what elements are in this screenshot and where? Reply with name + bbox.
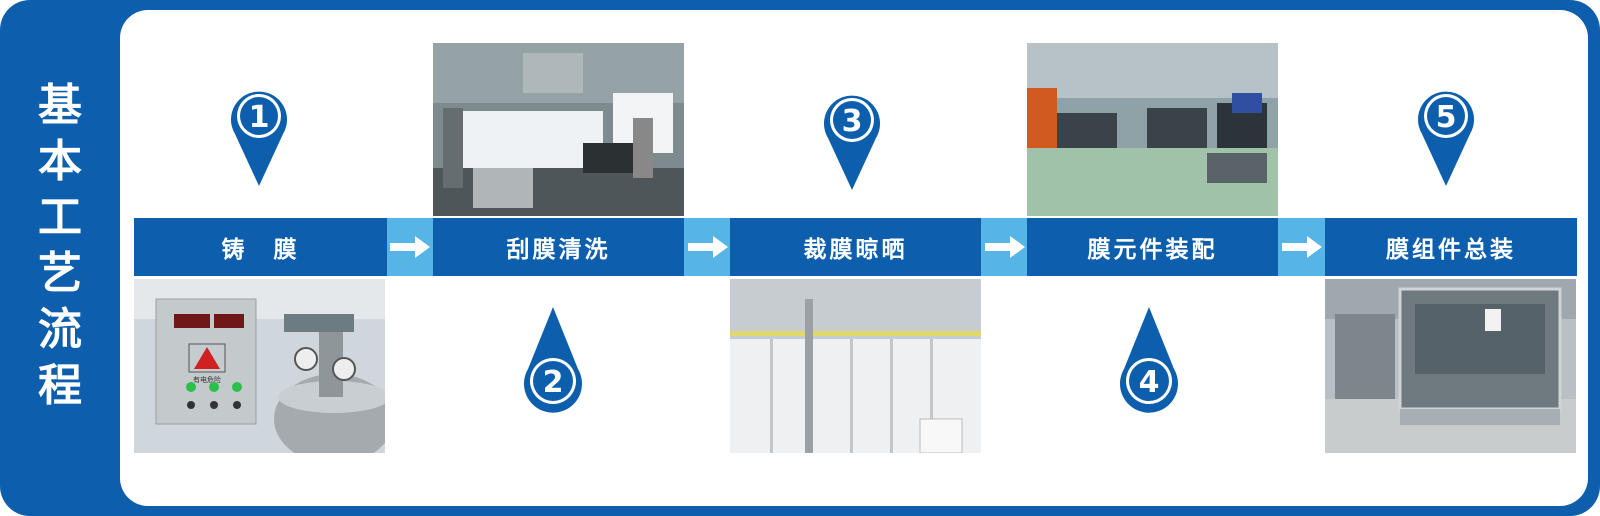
step-1-number: 1: [249, 100, 270, 135]
step-4-number: 4: [1139, 365, 1160, 400]
step-5-number: 5: [1436, 100, 1457, 135]
step-5-label: 膜组件总装: [1325, 218, 1577, 276]
step-3-label: 裁膜晾晒: [730, 218, 981, 276]
scraping-washing-photo: [433, 43, 684, 216]
title-char: 工: [38, 192, 82, 243]
title-char: 基: [38, 80, 82, 131]
step-2-number: 2: [543, 365, 564, 400]
membrane-drying-photo: [730, 279, 981, 453]
step-4-label: 膜元件装配: [1027, 218, 1278, 276]
step-1-pin-icon: 1: [231, 91, 287, 186]
casting-equipment-photo: 有电危险: [134, 279, 385, 453]
page-title: 基本工艺流程: [28, 78, 92, 414]
step-1-label: 铸 膜: [134, 218, 387, 276]
title-char: 艺: [38, 248, 82, 299]
module-assembly-photo: [1325, 279, 1576, 453]
step-3-pin-icon: 3: [824, 95, 880, 190]
step-5-pin-icon: 5: [1418, 91, 1474, 186]
arrow-right-icon: [688, 236, 728, 258]
step-3-number: 3: [842, 104, 863, 139]
arrow-right-icon: [1282, 236, 1322, 258]
step-2-label: 刮膜清洗: [433, 218, 684, 276]
title-char: 程: [38, 360, 82, 411]
step-4-drop-icon: 4: [1120, 307, 1178, 413]
element-assembly-photo: [1027, 43, 1278, 216]
arrow-right-icon: [985, 236, 1025, 258]
title-char: 流: [38, 304, 82, 355]
arrow-right-icon: [390, 236, 430, 258]
step-2-drop-icon: 2: [524, 307, 582, 413]
title-char: 本: [38, 136, 82, 187]
warning-label: 有电危险: [193, 375, 221, 384]
